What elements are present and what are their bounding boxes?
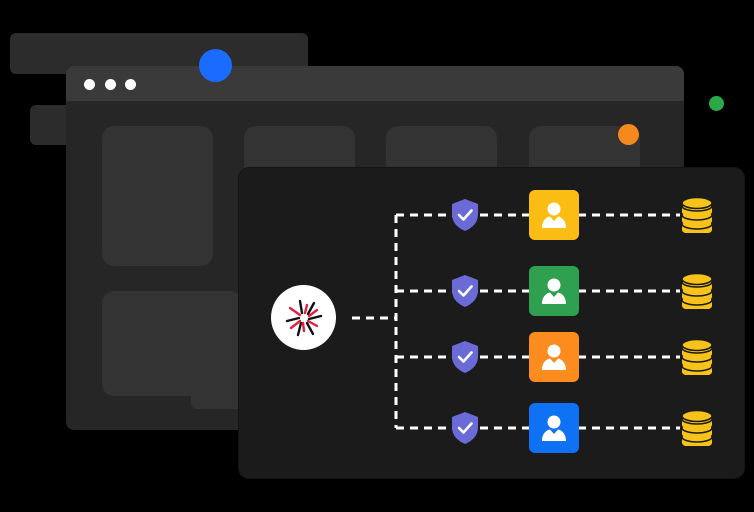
user-icon bbox=[542, 344, 566, 370]
coin-stack-icon bbox=[680, 196, 714, 235]
user-icon bbox=[542, 415, 566, 441]
shield-check-icon bbox=[450, 340, 480, 374]
hub-node bbox=[271, 285, 336, 350]
decorative-dot-orange bbox=[618, 124, 639, 145]
shield-check-icon bbox=[450, 274, 480, 308]
window-control-dot bbox=[105, 79, 116, 90]
user-card bbox=[529, 266, 579, 316]
decorative-dot-green bbox=[709, 96, 724, 111]
user-icon bbox=[542, 278, 566, 304]
window-control-dot bbox=[125, 79, 136, 90]
coin-stack-icon bbox=[680, 338, 714, 377]
decorative-dot-blue bbox=[199, 49, 232, 82]
window-control-dot bbox=[84, 79, 95, 90]
starburst-logo-icon bbox=[285, 299, 322, 336]
user-card bbox=[529, 190, 579, 240]
shield-check-icon bbox=[450, 411, 480, 445]
window-titlebar bbox=[66, 66, 684, 101]
shield-check-icon bbox=[450, 198, 480, 232]
placeholder-card bbox=[102, 126, 213, 266]
coin-stack-icon bbox=[680, 409, 714, 448]
user-card bbox=[529, 403, 579, 453]
user-card bbox=[529, 332, 579, 382]
coin-stack-icon bbox=[680, 272, 714, 311]
user-icon bbox=[542, 202, 566, 228]
